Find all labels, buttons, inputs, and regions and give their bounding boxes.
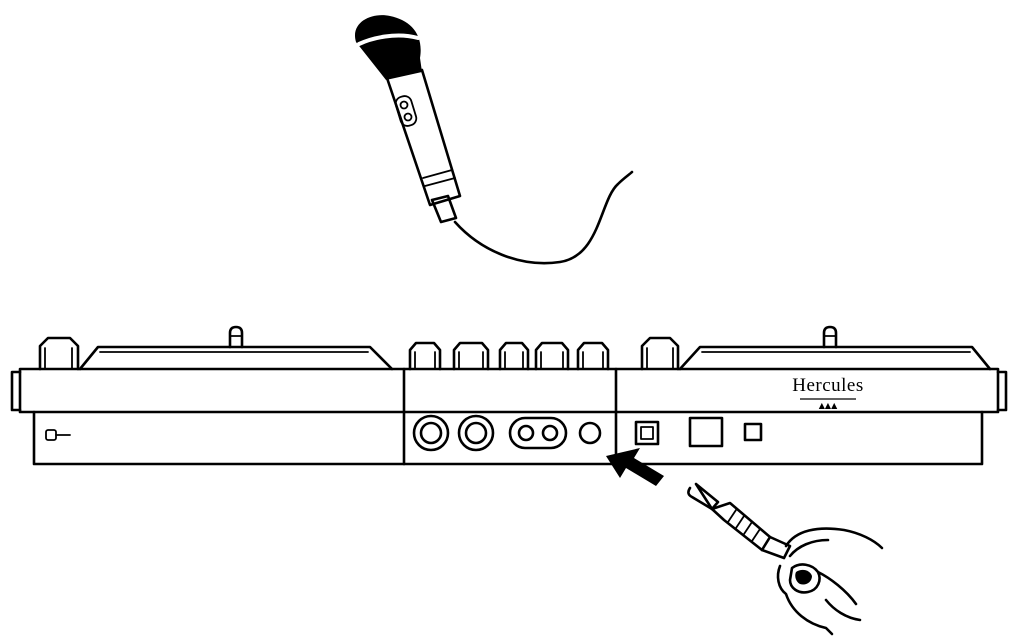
kensington-lock-icon	[45, 429, 71, 441]
left-platter-pin	[228, 325, 244, 349]
left-platter	[78, 345, 394, 371]
power-switch	[743, 422, 763, 442]
jack-plug-icon	[687, 482, 792, 560]
logo-mark: ▲▲▲	[819, 401, 838, 410]
mixer-knobs	[408, 341, 610, 371]
microphone-grille	[354, 15, 422, 81]
mic-input-jack	[578, 421, 602, 445]
right-end-cap	[996, 370, 1008, 412]
controller-top-band	[18, 367, 1000, 414]
logo-text: Hercules	[792, 375, 864, 396]
right-deck-knob	[640, 336, 680, 371]
microphone-icon	[354, 15, 634, 265]
left-deck-knob	[38, 336, 80, 371]
left-end-cap	[10, 370, 22, 412]
rca-output-pair	[508, 416, 568, 450]
arrow-icon	[606, 448, 664, 486]
right-platter-pin	[822, 325, 838, 349]
microphone-cable	[453, 170, 634, 265]
power-port	[688, 416, 724, 448]
microphone-switch	[394, 95, 418, 127]
rear-panel	[32, 410, 984, 466]
master-output-jack-1	[412, 414, 450, 452]
right-platter	[678, 345, 992, 371]
hercules-logo: Hercules ▲▲▲	[792, 375, 864, 410]
dj-controller: Hercules ▲▲▲	[10, 325, 1008, 466]
usb-port	[634, 420, 660, 446]
microphone-connector	[430, 194, 458, 224]
microphone-handle	[385, 68, 462, 207]
master-output-jack-2	[457, 414, 495, 452]
hand-icon	[776, 527, 884, 636]
